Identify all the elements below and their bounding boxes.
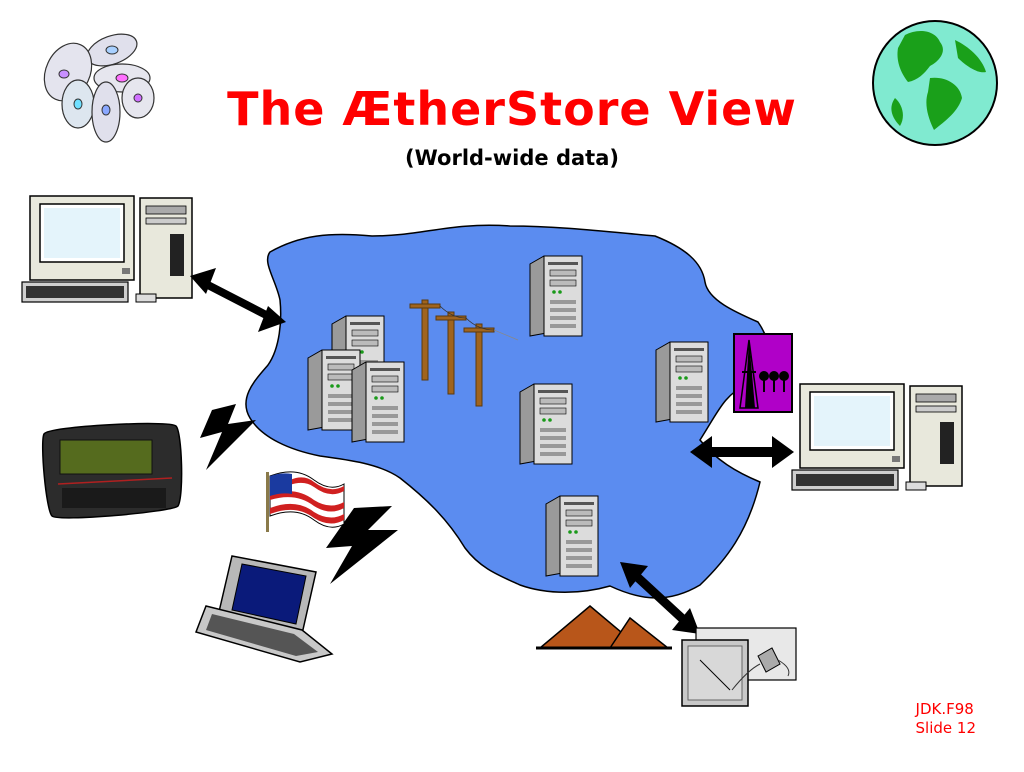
slide-subtitle: (World-wide data)	[405, 146, 619, 170]
footer-code: JDK.F98	[915, 700, 974, 718]
double-arrow-icon	[190, 268, 286, 332]
server-icon	[519, 383, 573, 465]
server-icon	[529, 255, 583, 337]
slide-title: The ÆtherStore View	[227, 82, 797, 136]
utility-pole-icon	[409, 299, 519, 407]
cd-stack-icon	[43, 33, 155, 143]
pda-icon	[41, 422, 183, 519]
footer-slide-number: Slide 12	[915, 719, 976, 737]
desktop-computer-icon	[21, 195, 193, 303]
desktop-computer-icon	[791, 383, 963, 491]
double-arrow-icon	[620, 562, 700, 634]
laptop-icon	[195, 555, 334, 663]
lightning-icon	[326, 506, 398, 584]
server-icon	[655, 341, 709, 423]
pyramids-icon	[536, 605, 672, 650]
flag-icon	[266, 471, 345, 532]
eiffel-tower-poster-icon	[733, 333, 793, 413]
server-icon	[351, 361, 405, 443]
globe-icon	[872, 20, 998, 146]
server-icon	[545, 495, 599, 577]
slide-footer: JDK.F98 Slide 12	[916, 700, 976, 738]
double-arrow-icon	[690, 436, 794, 468]
drawing-tablet-icon	[681, 627, 797, 707]
